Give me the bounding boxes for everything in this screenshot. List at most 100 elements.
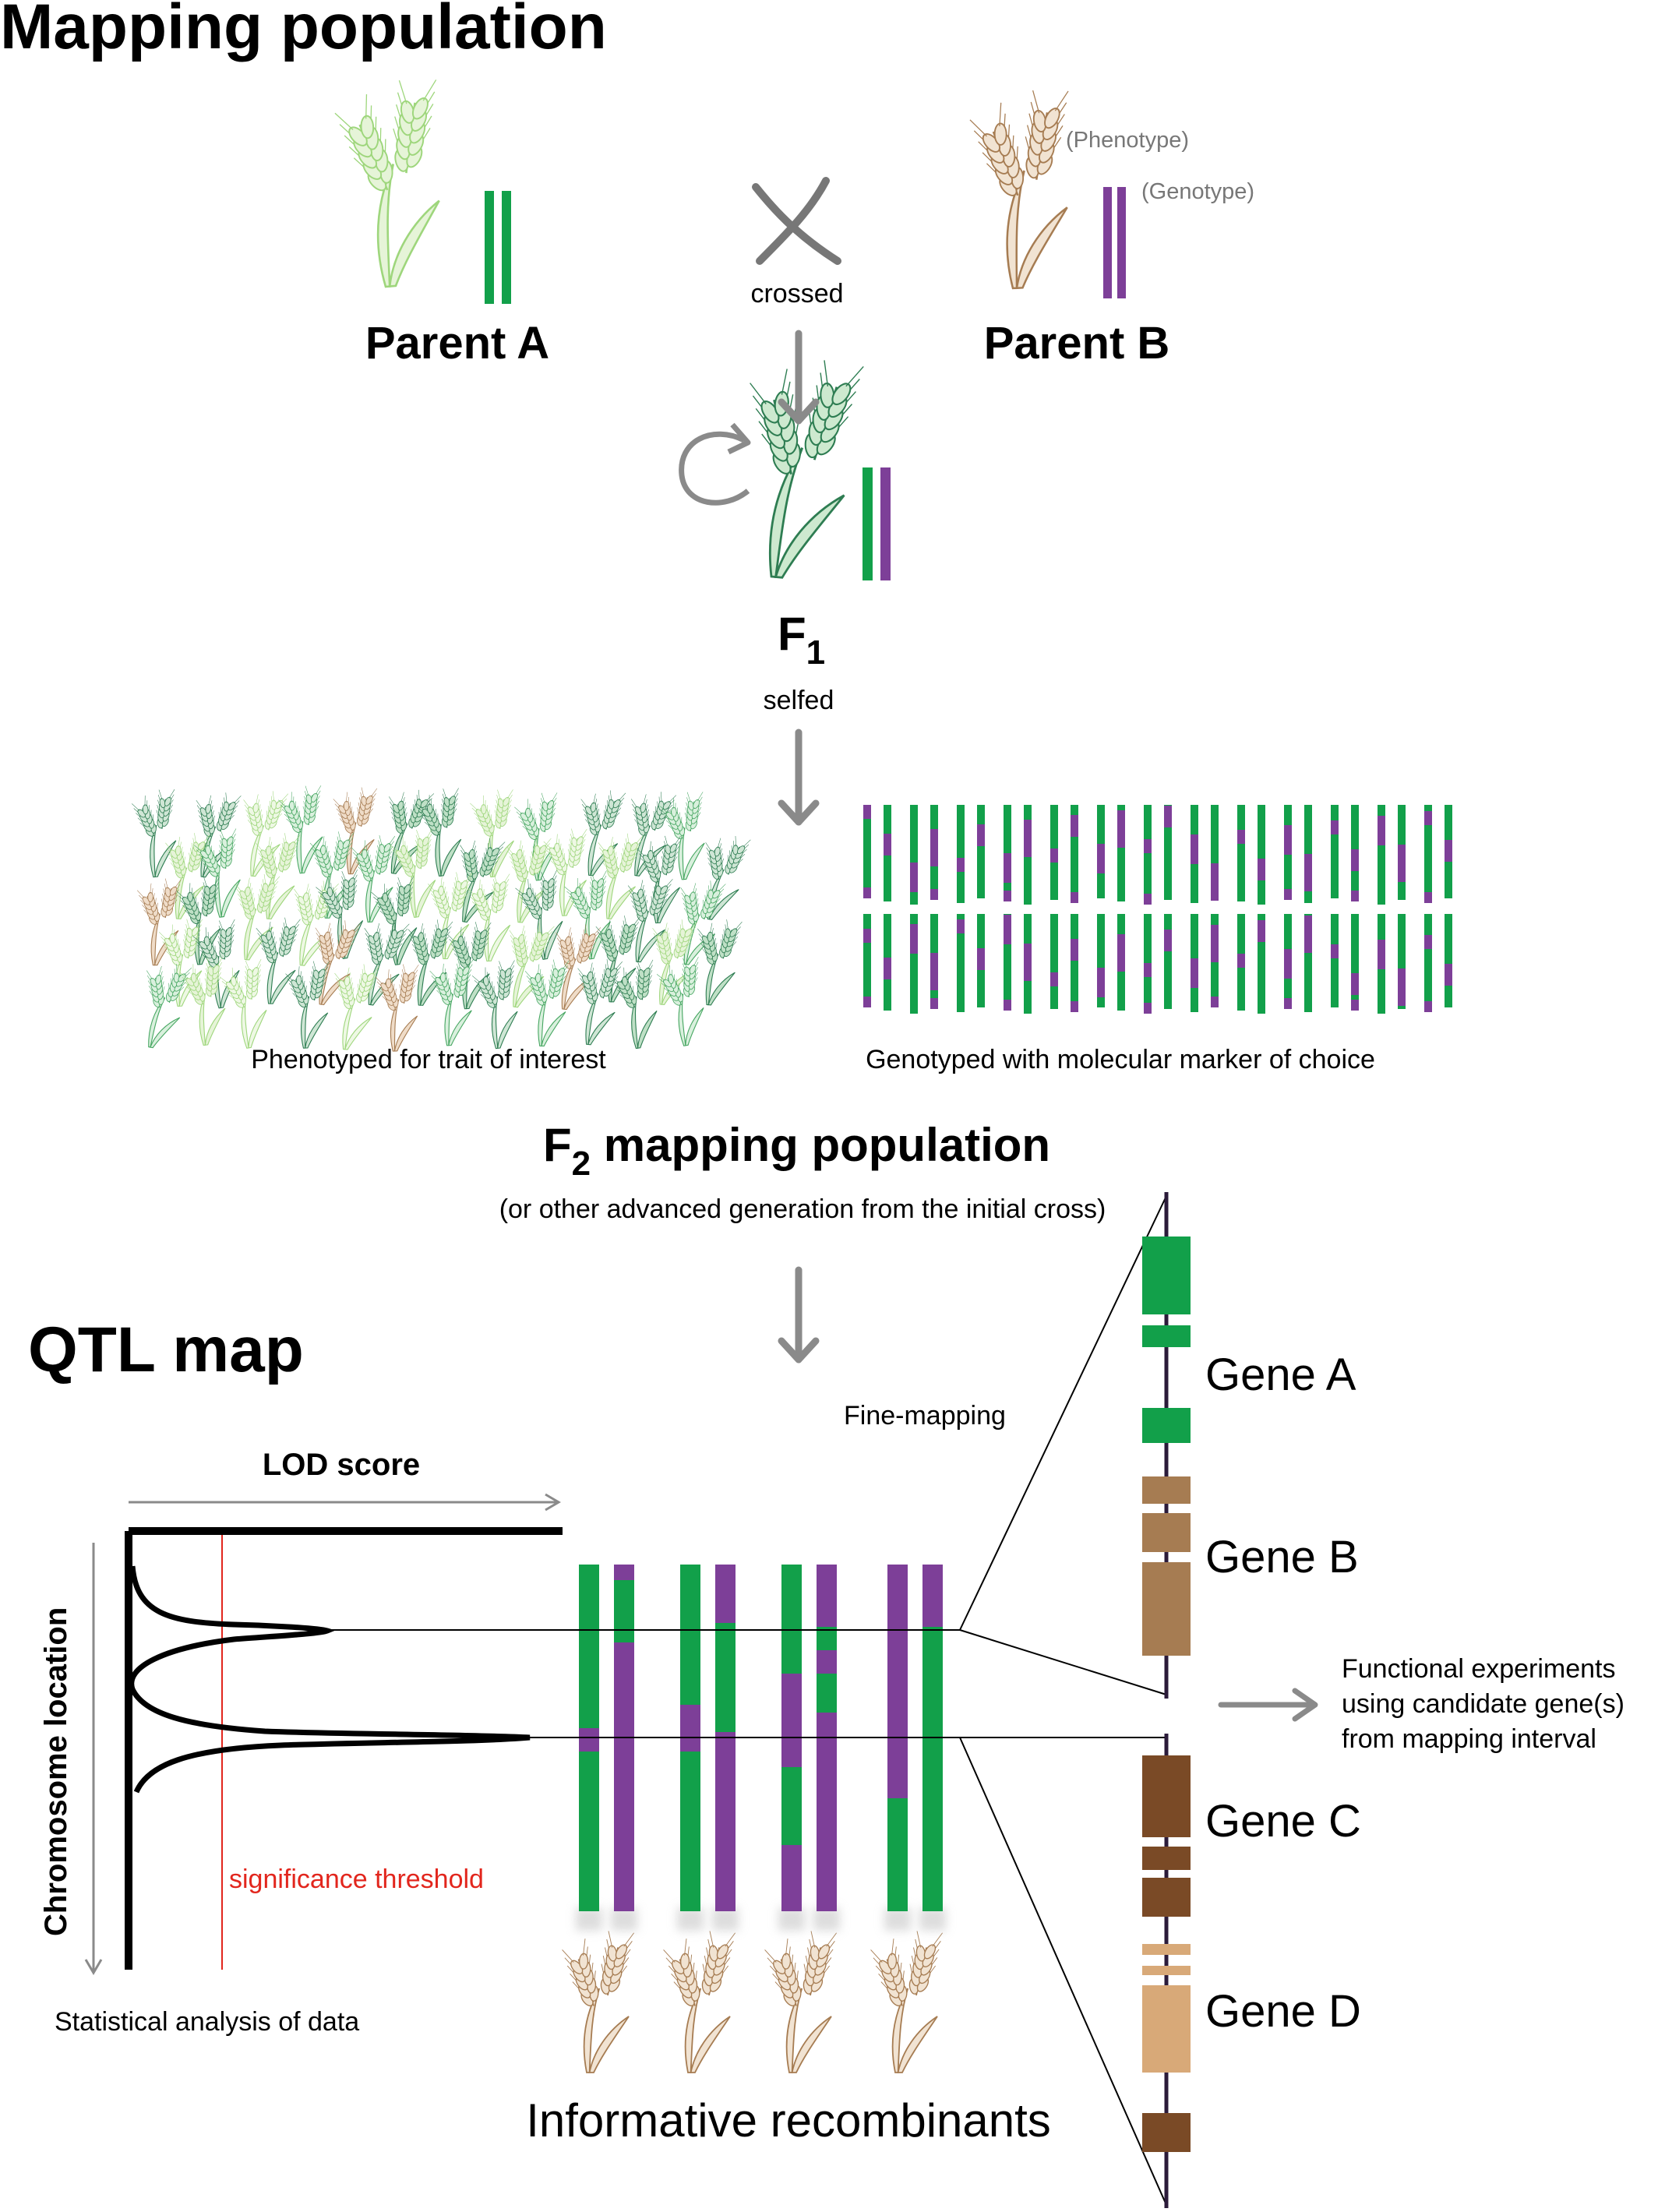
gene-c-exon (1142, 1755, 1191, 1837)
genotype-chromosome (1398, 914, 1406, 1009)
genotype-chromosome (1258, 805, 1265, 905)
wheat-icon (630, 792, 676, 877)
wheat-icon (256, 833, 301, 919)
genotype-segment (930, 829, 938, 866)
recombinant-segment (817, 1565, 837, 1627)
genotype-segment (1097, 968, 1105, 997)
f2-title: F2 mapping population (543, 1119, 1050, 1181)
recombinant-segment (781, 1845, 802, 1911)
genotype-segment (1331, 820, 1339, 834)
gene-b-exon (1142, 1476, 1191, 1504)
down-arrow-icon (778, 799, 820, 826)
recombinant-segment (680, 1565, 700, 1705)
statistical-analysis-label: Statistical analysis of data (55, 2007, 360, 2037)
down-arrow-icon (778, 1337, 820, 1364)
genotype-chromosome (1258, 914, 1265, 1014)
f1-letter: F (778, 608, 806, 660)
genotype-chromosome (863, 805, 871, 898)
genotype-chromosome (1164, 914, 1172, 1009)
wheat-icon (697, 919, 743, 1006)
genotype-segment (1071, 815, 1078, 837)
recombinant-segment (614, 1642, 634, 1911)
recombinant-segment (579, 1752, 599, 1911)
genotype-segment (957, 858, 965, 872)
wheat-icon (460, 838, 506, 923)
genotype-chromosome (1071, 914, 1078, 1012)
genotype-chromosome (957, 805, 965, 903)
genotype-segment (1331, 944, 1339, 958)
f2-letter: F (543, 1119, 572, 1171)
genotype-chromosome (1004, 914, 1011, 1011)
wheat-icon (285, 961, 330, 1049)
right-arrow-icon (1292, 1688, 1318, 1722)
recombinant-segment (922, 1627, 943, 1911)
parent-a-label: Parent A (365, 318, 550, 369)
gene-d-exon (1142, 1944, 1191, 1955)
fine-mapping-label: Fine-mapping (844, 1401, 1006, 1431)
gene-exon-end (1142, 2113, 1191, 2152)
genotype-segment (1097, 844, 1105, 873)
genotype-chromosome (1050, 914, 1058, 1009)
recombinant-segment (781, 1674, 802, 1767)
wheat-icon (524, 959, 570, 1047)
wheat-icon (131, 789, 177, 878)
gene-a-exon (1142, 1325, 1191, 1347)
genotype-segment (1071, 939, 1078, 961)
genotype-chromosome (1424, 805, 1432, 903)
recombinant-segment (781, 1767, 802, 1845)
genotype-chromosome (1097, 914, 1105, 1007)
genotype-segment (863, 887, 871, 898)
genotype-segment (1004, 853, 1011, 883)
down-arrow-icon (84, 1959, 103, 1975)
gene-a-exon (1142, 1237, 1191, 1314)
wheat-icon (580, 790, 626, 877)
genotype-segment (1211, 997, 1219, 1007)
wheat-icon (705, 835, 751, 920)
wheat-icon (415, 788, 462, 877)
functional-line-2: using candidate gene(s) (1342, 1689, 1624, 1719)
gene-a-exon (1142, 1408, 1191, 1443)
genotype-segment (1284, 949, 1292, 979)
genotype-chromosome (1071, 805, 1078, 903)
genotyped-label: Genotyped with molecular marker of choic… (866, 1045, 1375, 1074)
gene-c-exon (1142, 1847, 1191, 1870)
genotype-chromosome (957, 914, 965, 1012)
recombinant-segment (781, 1565, 802, 1674)
lod-score-label: LOD score (262, 1448, 421, 1482)
genotype-segment (1004, 891, 1011, 901)
f1-subscript: 1 (806, 633, 826, 672)
genotype-segment (1164, 806, 1172, 827)
genotype-segment (1304, 854, 1312, 891)
genotype-segment (1445, 964, 1452, 986)
genotype-segment (1211, 863, 1219, 901)
genotype-segment (1258, 859, 1265, 880)
chromosome-parent-a-2 (502, 191, 511, 304)
genotype-chromosome (1378, 805, 1385, 905)
wheat-icon (663, 1931, 736, 2073)
cross-icon (756, 177, 830, 265)
genotype-segment (1284, 889, 1292, 900)
recombinant-segment (579, 1565, 599, 1728)
genotype-segment (1144, 839, 1152, 853)
genotype-chromosome (1424, 914, 1432, 1012)
wheat-icon (764, 1931, 837, 2073)
genotype-segment (1258, 920, 1265, 942)
gene-d-label: Gene D (1205, 1986, 1361, 2037)
wheat-icon (146, 964, 192, 1049)
wheat-icon (447, 922, 492, 1010)
genotype-chromosome (1331, 914, 1339, 1007)
genotype-segment (1144, 963, 1152, 977)
genotype-chromosome (863, 914, 871, 1007)
wheat-icon (179, 957, 226, 1046)
genotype-chromosome (1144, 805, 1152, 905)
chromosome-parent-b-2 (1117, 187, 1126, 298)
genotype-chromosome (1117, 805, 1125, 901)
genotype-segment (1351, 973, 1359, 995)
recombinant-segment (887, 1798, 908, 1911)
gene-c-label: Gene C (1205, 1796, 1361, 1847)
genotype-segment (1304, 915, 1312, 953)
f2-note: (or other advanced generation from the i… (499, 1194, 1106, 1224)
genotype-segment (1144, 1003, 1152, 1014)
zoom-line (959, 1737, 1167, 2206)
wheat-icon (219, 958, 267, 1049)
